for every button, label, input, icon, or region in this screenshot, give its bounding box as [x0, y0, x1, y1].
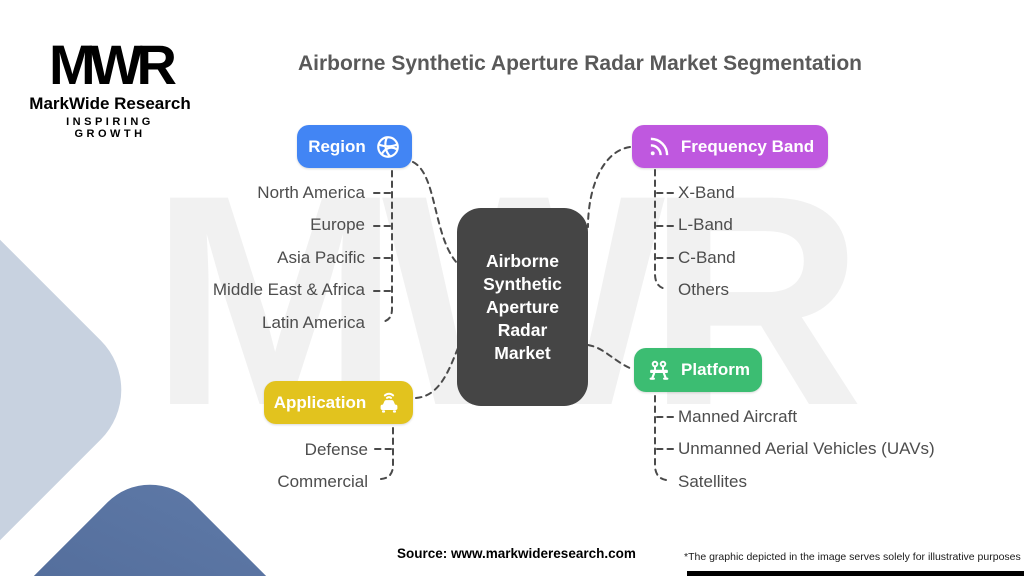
frequency-band-item: Others [678, 280, 730, 300]
frequency-band-item: L-Band [678, 215, 733, 235]
category-node-frequency-band: Frequency Band [632, 125, 828, 168]
region-item: North America [257, 183, 365, 202]
platform-item: Unmanned Aerial Vehicles (UAVs) [678, 439, 935, 459]
region-items: North America Europe Asia Pacific Middle… [213, 177, 365, 339]
logo-acronym: MWR [49, 33, 177, 96]
platform-items: Manned Aircraft Unmanned Aerial Vehicles… [678, 401, 935, 498]
region-item: Middle East & Africa [212, 280, 365, 300]
center-line: Synthetic [483, 273, 562, 294]
region-item: Europe [310, 215, 365, 235]
center-line: Aperture [486, 296, 559, 317]
category-node-platform: Platform [634, 348, 762, 392]
bottom-accent-bar [687, 571, 1024, 576]
source-text: Source: www.markwideresearch.com [397, 546, 636, 561]
application-label: Application [273, 392, 367, 412]
platform-label: Platform [681, 360, 750, 379]
region-item: Asia Pacific [277, 247, 365, 267]
category-node-application: Application [264, 381, 413, 424]
platform-item: Manned Aircraft [678, 407, 798, 426]
application-item: Commercial [277, 472, 368, 492]
application-item: Defense [304, 440, 368, 459]
frequency-band-item: C-Band [678, 247, 736, 267]
platform-item: Satellites [678, 471, 747, 491]
platform-icon [646, 357, 672, 383]
category-node-region: Region [297, 125, 412, 168]
markwide-logo: MWR MarkWide Research INSPIRING GROWTH [28, 33, 192, 141]
center-market-node: Airborne Synthetic Aperture Radar Market [457, 208, 588, 406]
frequency-band-item: X-Band [678, 183, 735, 202]
logo-name: MarkWide Research [29, 94, 191, 113]
center-line: Market [494, 342, 551, 363]
globe-icon [375, 134, 401, 160]
application-items: Defense Commercial [277, 434, 368, 499]
logo-tagline: INSPIRING GROWTH [66, 116, 154, 140]
signal-icon [646, 134, 672, 160]
center-line: Airborne [486, 250, 559, 271]
connected-car-icon [375, 389, 403, 417]
frequency-band-label: Frequency Band [680, 136, 815, 156]
frequency-band-items: X-Band L-Band C-Band Others [678, 177, 736, 307]
center-line: Radar [497, 319, 548, 340]
page-title: Airborne Synthetic Aperture Radar Market… [297, 52, 862, 75]
region-label: Region [308, 136, 366, 156]
disclaimer-text: *The graphic depicted in the image serve… [684, 551, 1021, 563]
region-item: Latin America [262, 312, 365, 332]
